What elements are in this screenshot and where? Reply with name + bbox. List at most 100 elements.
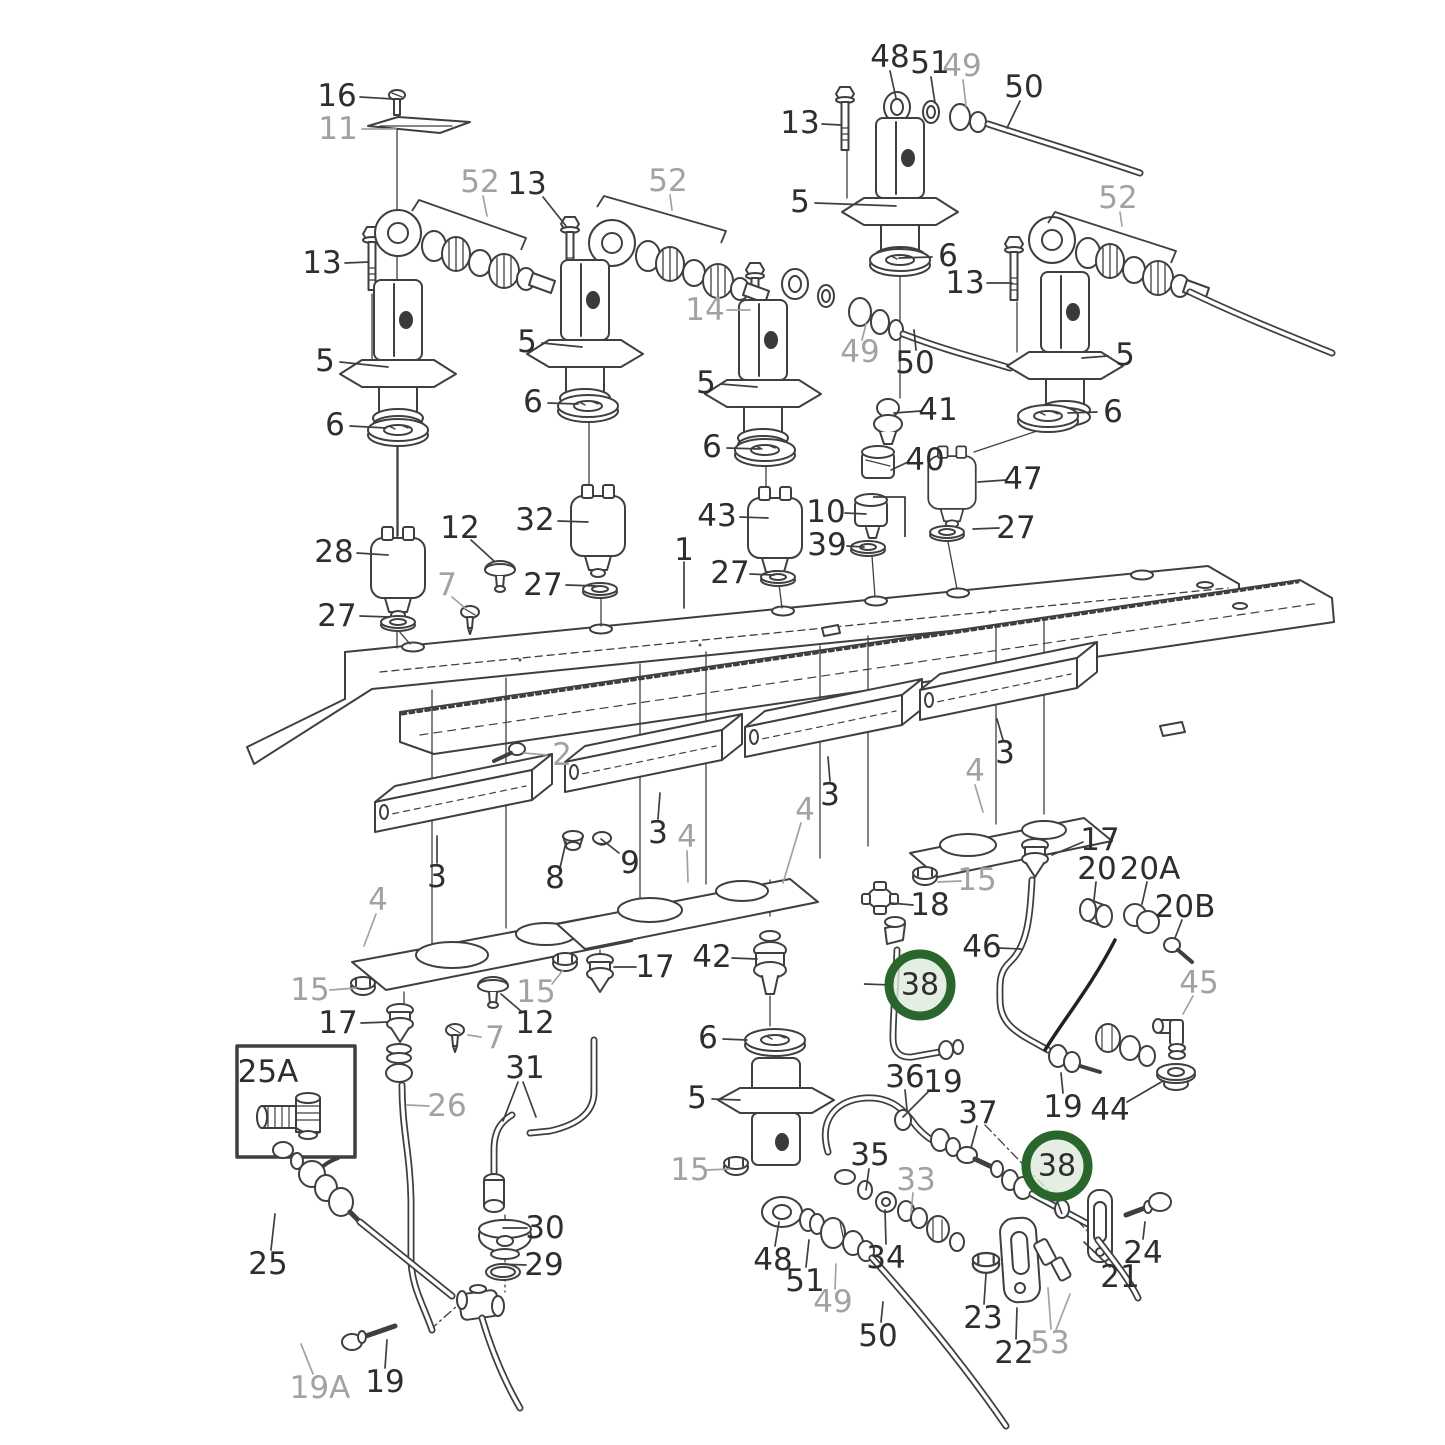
callout-4: 4 [965,753,985,789]
leader-line [937,880,962,883]
leader-line [720,383,758,388]
callout-16: 16 [317,78,356,114]
callout-5: 5 [315,343,335,379]
leader-line [898,256,933,259]
nut-15-icon [552,952,578,972]
leader-line [500,993,523,1013]
valve-stack-41-40-10 [854,398,903,539]
callout-12: 12 [440,510,479,546]
callout-50: 50 [895,345,934,381]
injector-valve-5-bottom [717,1057,835,1166]
callout-27: 27 [710,555,749,591]
leader-line [910,1192,914,1214]
leader-line [821,123,842,126]
leader-line [470,539,495,562]
leader-line [844,512,867,515]
grommet-44-icon [1156,1063,1196,1091]
leader-line [970,1125,978,1149]
leader-line [406,1104,430,1107]
group-bracket [1047,211,1177,264]
callout-5: 5 [687,1080,707,1116]
screw-16-and-plate-11 [367,89,471,134]
callout-21: 21 [1100,1259,1139,1295]
leader-line [1083,1241,1111,1268]
callout-19: 19 [923,1064,962,1100]
bolt-13-icon [1004,236,1024,301]
callout-31: 31 [505,1050,544,1086]
leader-line [1141,881,1148,905]
callout-10: 10 [806,494,845,530]
leader-line [996,718,1004,741]
leader-line [1126,1080,1164,1103]
leader-line [1060,1072,1064,1094]
leader-line [846,545,865,548]
callout-4: 4 [368,882,388,918]
nut-15-icon [350,976,376,996]
callout-47: 47 [1003,461,1042,497]
gasket-plates-drawing [351,817,1113,991]
bolt-24-icon [1123,1192,1172,1218]
callout-50: 50 [1004,69,1043,105]
clamp-21-bracket [1087,1189,1142,1302]
leader-line [1174,919,1183,939]
leader-line [1081,355,1109,359]
callout-6: 6 [938,238,958,274]
callout-49: 49 [942,48,981,84]
leader-line [1142,1221,1146,1240]
callout-37: 37 [958,1095,997,1131]
inset-box-25A [235,1044,357,1186]
plug-12-icon [484,560,516,593]
leader-line [1051,841,1084,856]
callout-50: 50 [858,1318,897,1354]
strap-22-drawing [999,1216,1041,1304]
callout-45: 45 [1179,965,1218,1001]
leader-line [731,957,758,960]
leader-line [889,70,897,99]
callout-52: 52 [648,163,687,199]
leader-line [359,615,391,618]
tube-26-drawing [385,1043,436,1334]
leader-line [522,1081,537,1118]
injector-valve-5 [339,279,457,435]
callout-5: 5 [1115,337,1135,373]
hose-38-right-drawing [1001,1169,1092,1228]
leader-line [805,1239,810,1268]
leader-line [902,1091,929,1118]
screw-7-icon [445,1023,465,1053]
leader-line [384,1339,388,1369]
callout-48: 48 [870,39,909,75]
callout-15: 15 [290,972,329,1008]
leader-line [977,479,1007,483]
leader-line [300,1343,314,1375]
callout-5: 5 [696,365,716,401]
leader-line [565,584,597,587]
callout-27: 27 [523,567,562,603]
callout-41: 41 [918,392,957,428]
leader-line [930,76,936,104]
bolt-13-icon [835,86,855,151]
callout-42: 42 [692,939,731,975]
leader-line [739,516,769,519]
callout-29: 29 [524,1247,563,1283]
callout-36: 36 [885,1059,924,1095]
leader-line [889,902,914,906]
sender-32 [570,484,626,578]
leader-line [861,323,867,341]
callout-27: 27 [996,510,1035,546]
callout-52: 52 [1098,180,1137,216]
callout-51: 51 [785,1263,824,1299]
callout-3: 3 [995,735,1015,771]
callout-6: 6 [702,429,722,465]
callout-6: 6 [325,407,345,443]
leader-line [890,461,909,471]
callout-24: 24 [1123,1235,1162,1271]
callout-17: 17 [1080,822,1119,858]
callout-4: 4 [795,792,815,828]
callout-11: 11 [318,111,357,147]
callout-18: 18 [910,887,949,923]
callout-8: 8 [545,860,565,896]
group-bracket [873,496,906,537]
